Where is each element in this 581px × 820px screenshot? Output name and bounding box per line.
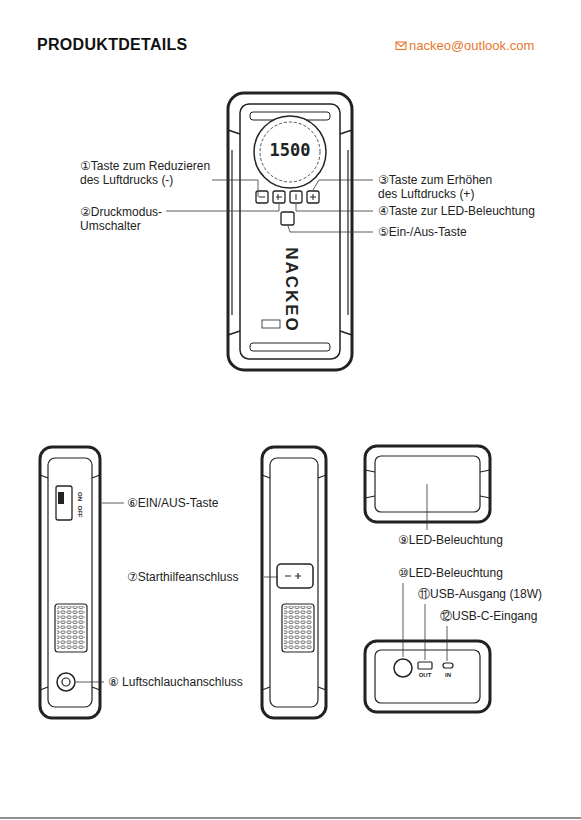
port-mark: OUT	[419, 672, 432, 679]
page-title: PRODUKTDETAILS	[37, 36, 188, 54]
callout-label: ⑥EIN/AUS-Taste	[127, 496, 218, 510]
switch-mark: ON	[76, 492, 83, 501]
device-top-view	[365, 446, 490, 522]
callout-label: ⑤Ein-/Aus-Taste	[378, 225, 467, 239]
callout-label: ⑧ Luftschlauchanschluss	[108, 675, 243, 689]
device-left-side	[40, 447, 100, 718]
switch-mark: OFF	[76, 505, 83, 517]
callout-label: ①Taste zum Reduzieren des Luftdrucks (-)	[80, 159, 216, 187]
callout-label: ⑪USB-Ausgang (18W)	[418, 587, 542, 601]
brand-logo: NACKEO	[281, 247, 301, 333]
callout-label: ⑩LED-Beleuchtung	[398, 566, 503, 580]
page-rule	[0, 818, 581, 819]
callout-label: ⑨LED-Beleuchtung	[398, 533, 503, 547]
callout-label: ④Taste zur LED-Beleuchtung	[378, 204, 535, 218]
port-mark: IN	[445, 672, 451, 679]
contact-email: nackeo@outlook.com	[409, 38, 534, 54]
callout-label: ⑫USB-C-Eingang	[440, 609, 537, 623]
device-right-side	[262, 447, 326, 718]
mail-icon	[396, 42, 406, 50]
leader-lines-lower	[76, 484, 447, 682]
leader-lines	[166, 180, 373, 232]
display-reading: 1500	[270, 140, 311, 160]
device-bottom-view	[365, 641, 490, 712]
callout-label: ⑦Starthilfeanschluss	[127, 570, 238, 584]
callout-label: ②Druckmodus- Umschalter	[80, 205, 172, 233]
callout-label: ③Taste zum Erhöhen des Luftdrucks (+)	[378, 173, 500, 201]
